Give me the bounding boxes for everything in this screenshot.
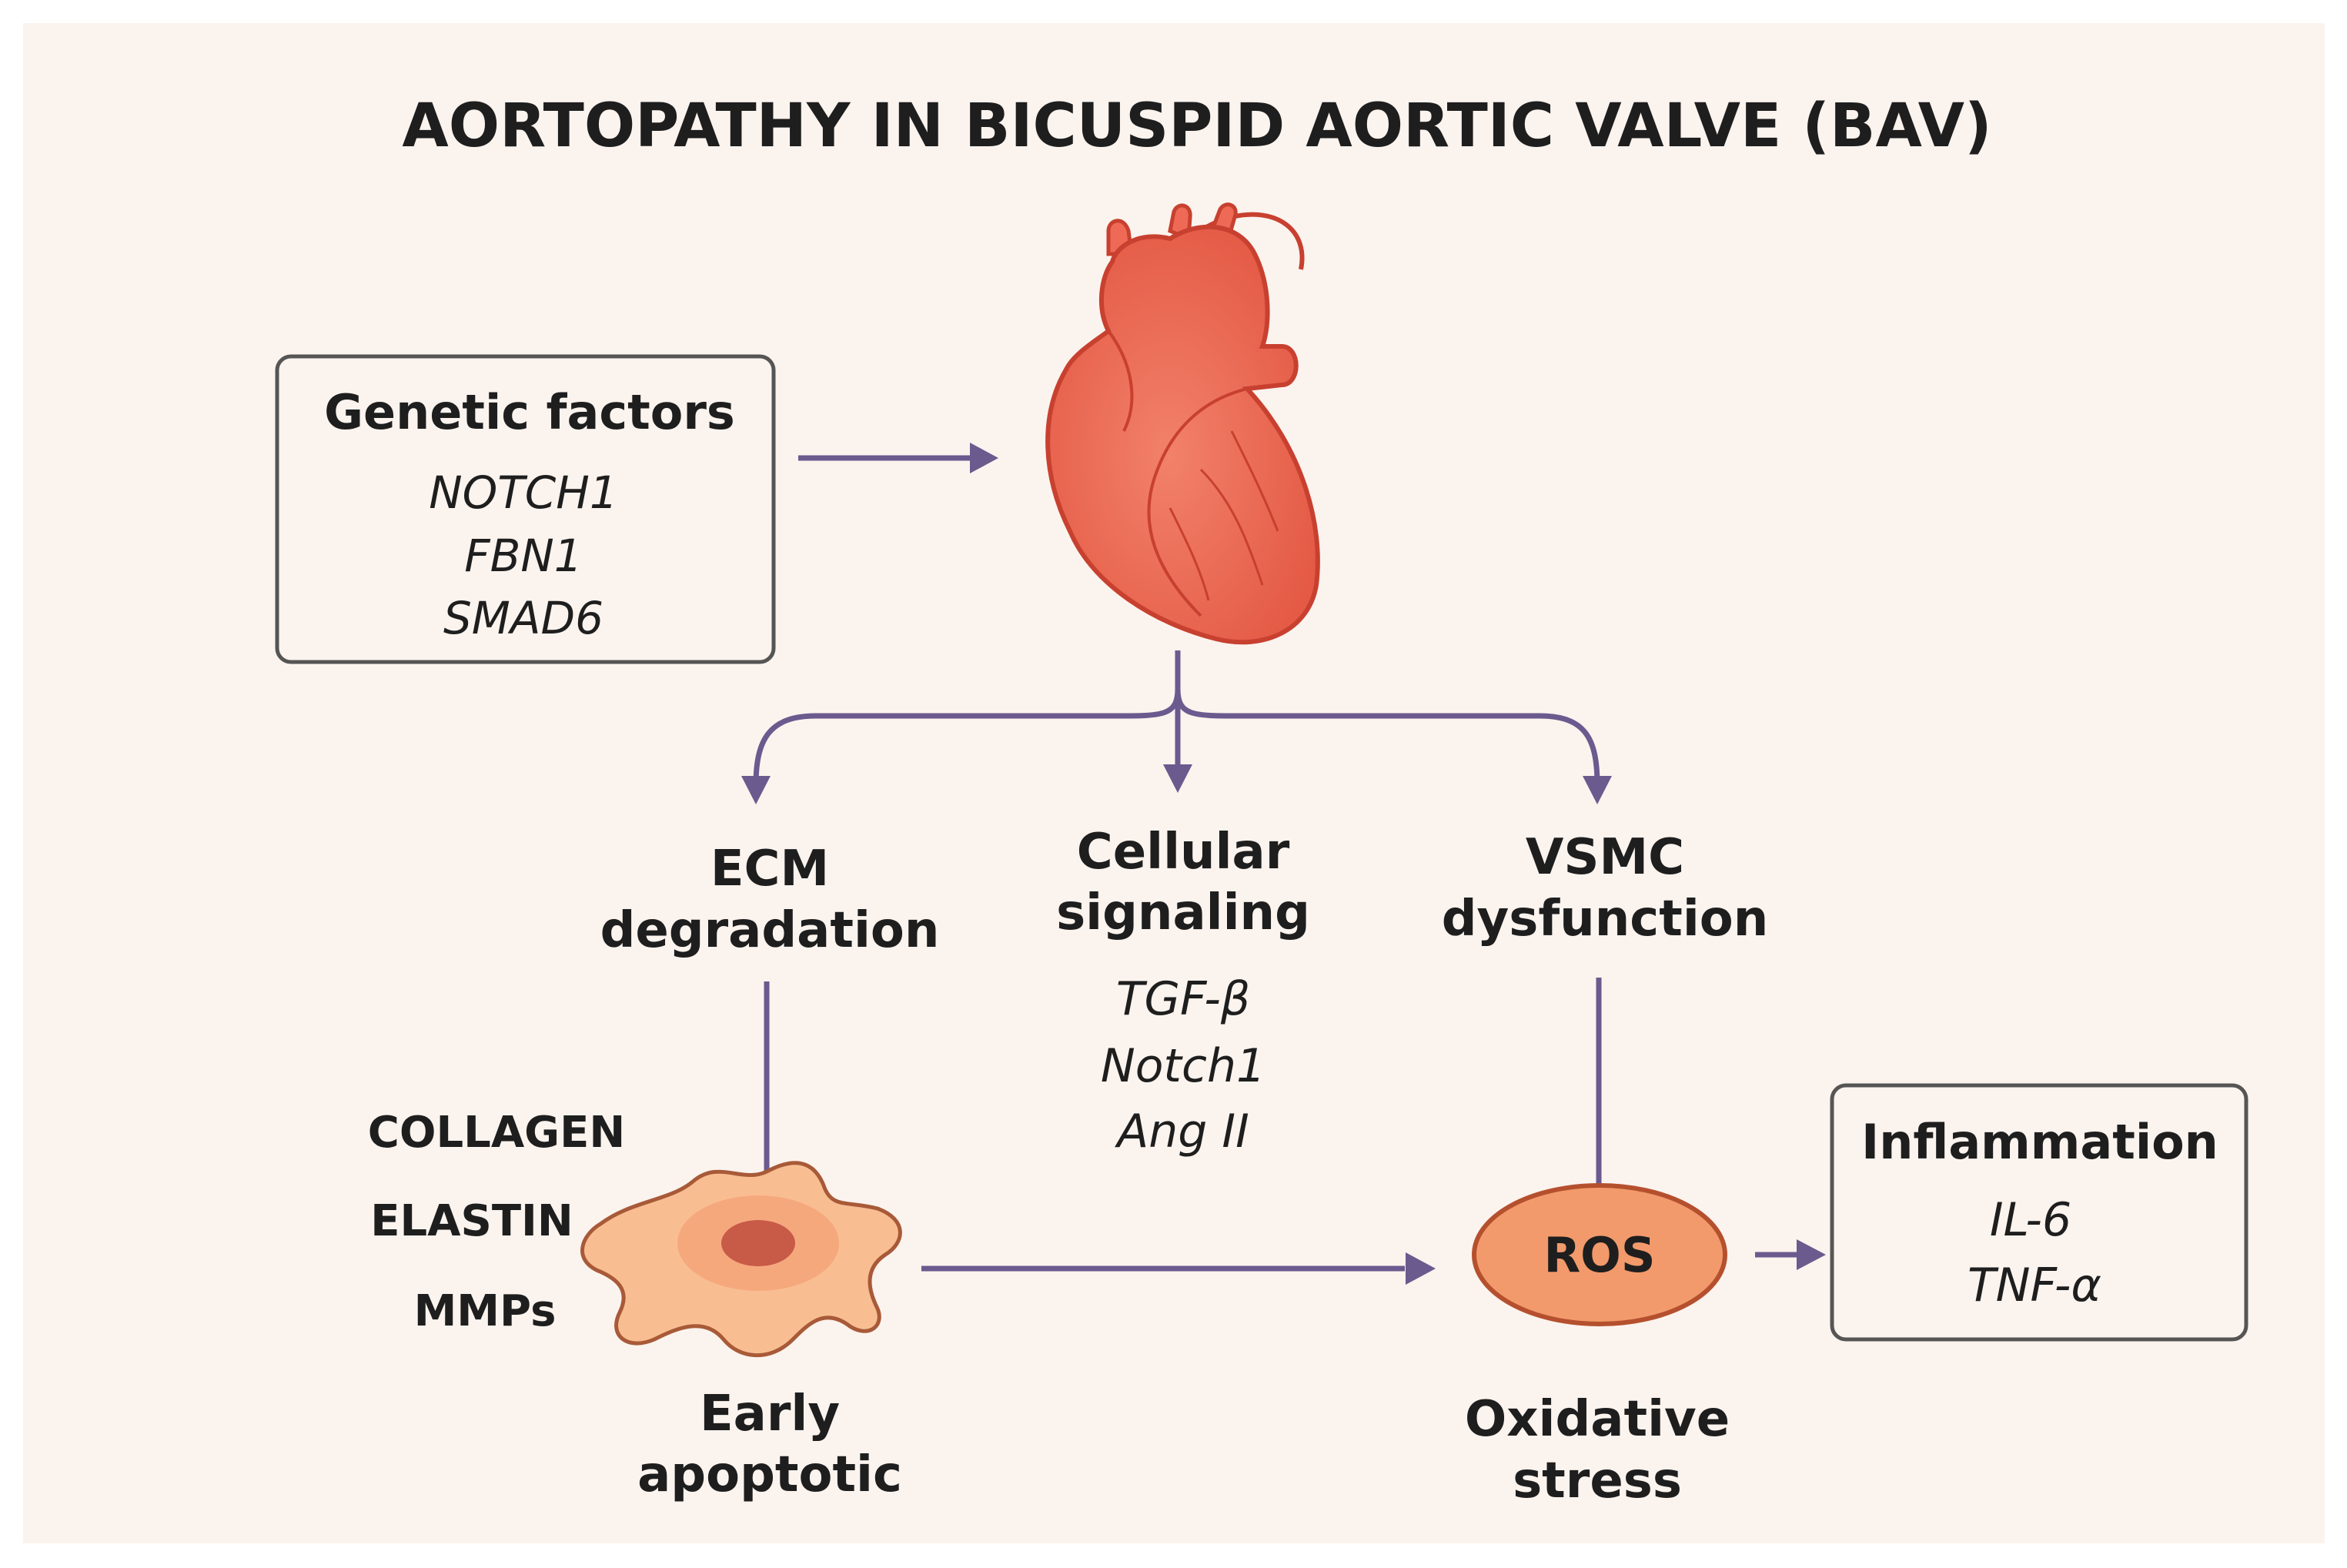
vsmc-heading-line2: dysfunction bbox=[1442, 891, 1769, 948]
ros-label: ROS bbox=[1543, 1227, 1655, 1283]
branch-arrows bbox=[753, 650, 1600, 786]
ros-node: ROS bbox=[1472, 1183, 1727, 1326]
gene-label: NOTCH1 bbox=[429, 466, 617, 519]
ecm-heading-line2: degradation bbox=[600, 902, 940, 959]
arrow-cell-to-ros bbox=[921, 1252, 1436, 1285]
ecm-heading-line1: ECM bbox=[710, 841, 829, 898]
ecm-component: MMPs bbox=[414, 1286, 557, 1336]
ecm-component: ELASTIN bbox=[370, 1196, 573, 1246]
signaling-molecule: TGF-β bbox=[1116, 972, 1250, 1026]
signaling-heading-line1: Cellular bbox=[1077, 824, 1290, 881]
cell-label-line1: Early bbox=[700, 1386, 840, 1443]
signaling-molecule: Notch1 bbox=[1101, 1039, 1265, 1093]
cell-label-line2: apoptotic bbox=[637, 1446, 902, 1503]
gene-label: FBN1 bbox=[464, 530, 582, 582]
ros-caption-line1: Oxidative bbox=[1465, 1391, 1730, 1448]
inflammation-marker: TNF-α bbox=[1968, 1259, 2101, 1312]
inflammation-marker: IL-6 bbox=[1990, 1193, 2071, 1247]
inflammation-box: Inflammation IL-6 TNF-α bbox=[1830, 1083, 2248, 1342]
ecm-component: COLLAGEN bbox=[368, 1108, 626, 1158]
diagram-title: AORTOPATHY IN BICUSPID AORTIC VALVE (BAV… bbox=[402, 92, 1991, 161]
vsmc-heading-line1: VSMC bbox=[1526, 829, 1684, 886]
arrowhead-vsmc bbox=[1583, 776, 1612, 804]
inflammation-heading: Inflammation bbox=[1861, 1114, 2218, 1170]
signaling-molecule: Ang II bbox=[1114, 1105, 1249, 1158]
arrowhead-ecm bbox=[741, 776, 771, 804]
ros-caption-line2: stress bbox=[1513, 1453, 1682, 1509]
signaling-heading-line2: signaling bbox=[1056, 884, 1310, 941]
arrow-genetics-to-heart bbox=[798, 443, 998, 473]
apoptotic-cell-icon bbox=[580, 1161, 902, 1358]
genetic-factors-box: Genetic factors NOTCH1 FBN1 SMAD6 bbox=[275, 354, 776, 664]
heart-icon bbox=[1045, 202, 1320, 645]
arrowhead-signaling bbox=[1163, 764, 1192, 793]
arrow-ros-to-inflammation bbox=[1755, 1239, 1826, 1270]
genetic-factors-heading: Genetic factors bbox=[324, 384, 735, 440]
gene-label: SMAD6 bbox=[443, 592, 603, 644]
